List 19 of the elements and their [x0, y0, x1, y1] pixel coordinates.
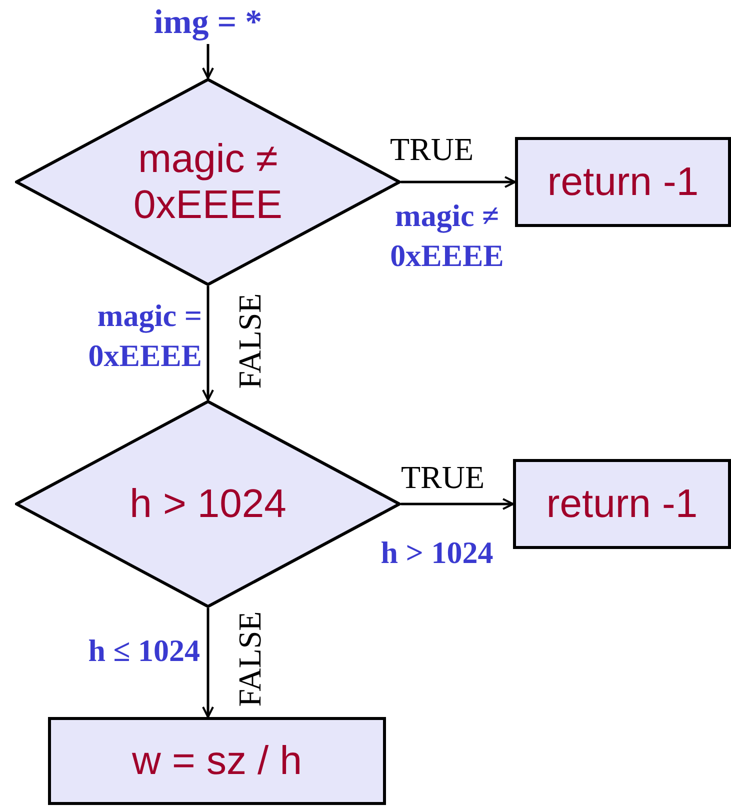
arrow: [401, 176, 516, 188]
condition-label: magic ≠ 0xEEEE: [389, 197, 505, 276]
arrow: [202, 286, 214, 401]
process-box: [515, 137, 731, 227]
node-label: magic ≠ 0xEEEE: [132, 136, 284, 228]
node-label: return -1: [546, 481, 698, 527]
condition-label: h ≤ 1024: [87, 632, 200, 670]
arrow: [202, 608, 214, 718]
condition-label: magic = 0xEEEE: [87, 297, 202, 376]
arrow: [202, 44, 214, 79]
arrow: [401, 498, 514, 510]
decision-diamond: [15, 400, 401, 608]
node-label: return -1: [547, 159, 699, 205]
node-label: w = sz / h: [132, 738, 302, 784]
process-box: [48, 717, 386, 805]
process-box: [513, 459, 731, 549]
start-label: img = *: [154, 4, 262, 42]
node-label: h > 1024: [128, 481, 288, 527]
condition-label: h > 1024: [380, 534, 494, 572]
